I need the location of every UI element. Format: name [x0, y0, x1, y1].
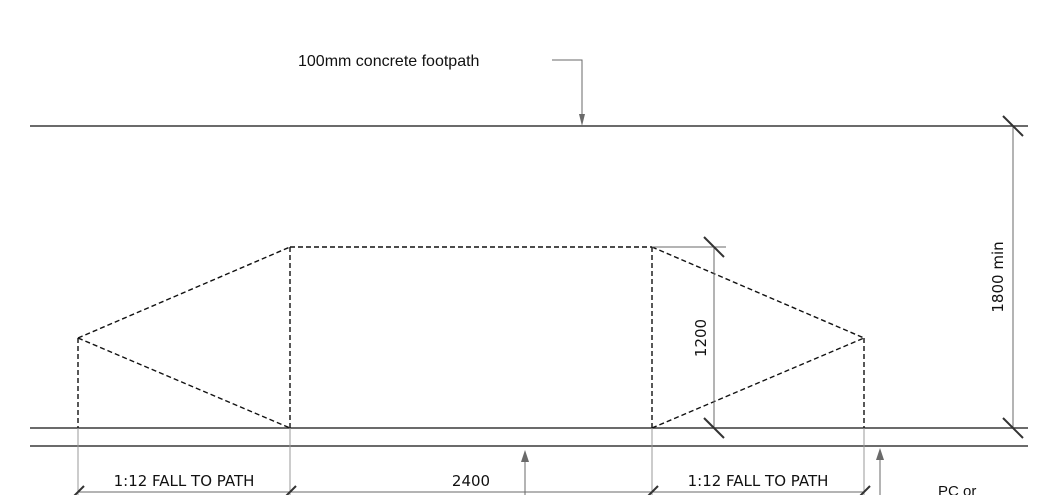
centre-arrow-up [521, 450, 529, 495]
footpath-callout-label: 100mm concrete footpath [298, 53, 479, 70]
bottom-dimension-chain [73, 428, 871, 495]
right-fall-label: 1:12 FALL TO PATH [688, 472, 829, 490]
ramp-outline-dashed [77, 246, 865, 429]
right-arrow-up [876, 448, 884, 495]
dimension-1200-label: 1200 [692, 319, 710, 357]
dimension-1200 [652, 236, 726, 439]
dimension-1800-min [1002, 115, 1024, 439]
left-fall-label: 1:12 FALL TO PATH [114, 472, 255, 490]
bottom-right-note: PC or [938, 483, 976, 495]
centre-dimension-label: 2400 [452, 472, 490, 490]
dimension-1800-min-label: 1800 min [989, 241, 1007, 312]
footpath-callout-leader [552, 59, 585, 126]
